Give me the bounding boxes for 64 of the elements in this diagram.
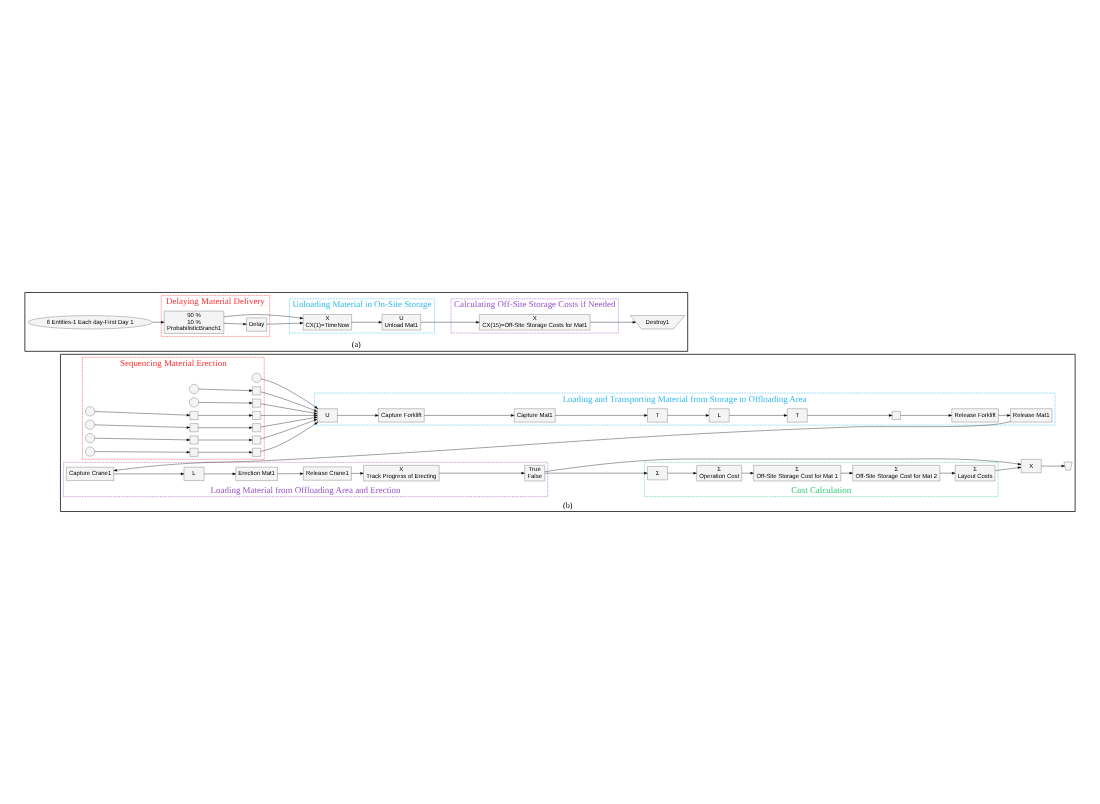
arrow: [198, 414, 253, 417]
node-box: [189, 411, 199, 420]
node-circle: [85, 433, 95, 443]
arrow: [667, 471, 697, 475]
arrow: [94, 438, 191, 442]
arrow: [840, 471, 853, 475]
arrow: [260, 416, 318, 428]
node-circle: [85, 419, 95, 430]
arrow: [544, 458, 1022, 472]
node-circle: [251, 372, 262, 383]
node-circle: [189, 384, 199, 394]
node-box: [252, 386, 261, 396]
arrow: [113, 472, 185, 476]
node-box: [252, 435, 261, 445]
arrow: [261, 378, 318, 409]
arrow: [555, 414, 648, 417]
arrow: [223, 314, 304, 320]
node-box: [252, 448, 261, 457]
arrow: [94, 411, 191, 417]
arrow: [544, 471, 648, 475]
arrow: [223, 322, 247, 326]
arrow: [439, 471, 525, 475]
arrow: [420, 321, 480, 324]
arrow: [198, 401, 253, 405]
arrow: [351, 321, 383, 324]
node-circle: [189, 397, 199, 408]
arrow: [260, 414, 318, 417]
arrow: [94, 424, 191, 429]
arrow: [113, 421, 1011, 472]
arrow: [994, 466, 1022, 471]
arrow: [152, 321, 165, 324]
arrow: [939, 471, 956, 475]
arrow: [998, 414, 1011, 417]
node-box: [189, 448, 199, 457]
arrow: [741, 471, 754, 475]
arrow: [198, 388, 253, 392]
node-box: [189, 435, 199, 445]
arrow: [729, 414, 788, 417]
arrow: [277, 472, 304, 475]
node-circle: [85, 406, 95, 417]
arrow: [667, 414, 710, 417]
arrow: [337, 414, 379, 417]
arrow: [266, 321, 304, 325]
arrow: [198, 451, 253, 454]
node-box: [252, 398, 261, 408]
arrow: [94, 451, 191, 454]
arrow: [260, 421, 318, 452]
node-box: [252, 423, 261, 432]
arrow: [351, 472, 364, 475]
arrow: [900, 414, 952, 417]
arrow: [260, 403, 318, 415]
arrow: [198, 438, 253, 442]
arrow: [1041, 464, 1065, 468]
node-box: [892, 411, 901, 420]
arrow: [260, 419, 318, 440]
node-box: [252, 411, 261, 420]
arrow: [807, 414, 893, 417]
arrow: [198, 426, 253, 429]
arrow: [424, 414, 515, 417]
node-box: [189, 423, 199, 432]
node-circle: [85, 446, 95, 457]
arrow: [204, 472, 236, 476]
arrow: [590, 321, 636, 324]
arrow: [260, 391, 318, 412]
